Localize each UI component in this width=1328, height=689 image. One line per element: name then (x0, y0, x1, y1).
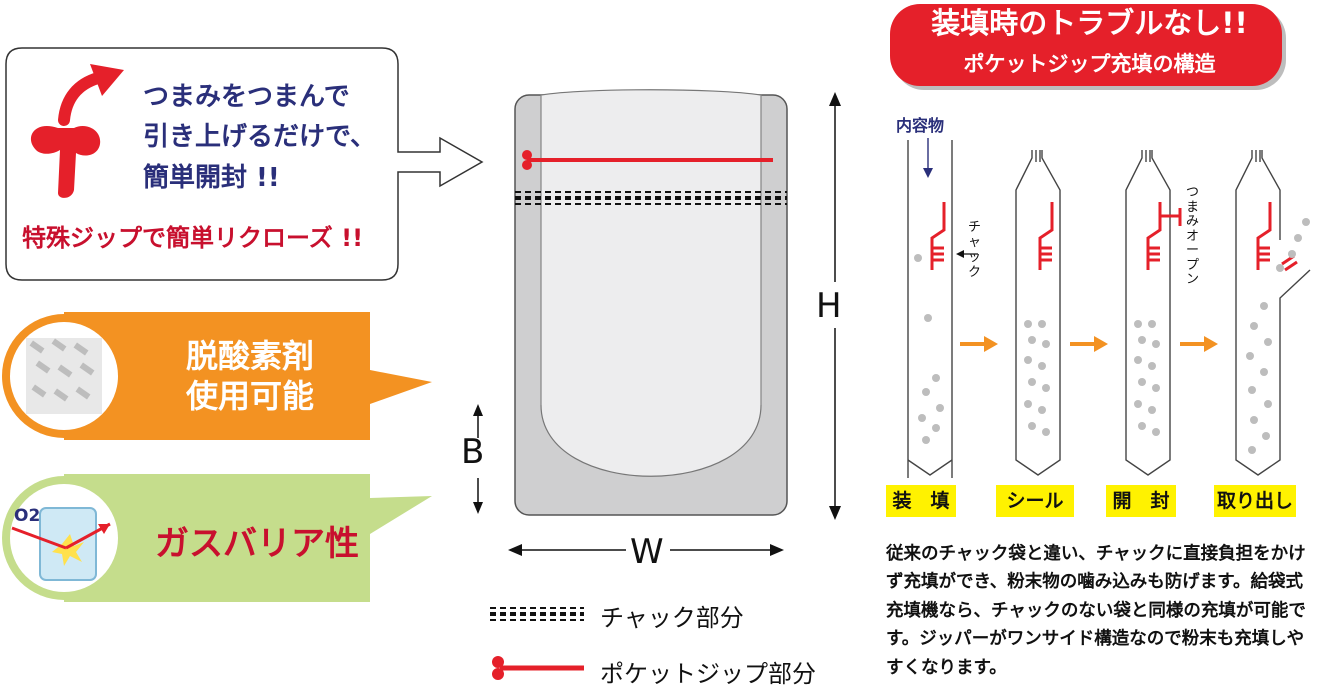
callout-line-3: 簡単開封 !! (143, 163, 280, 193)
gas-barrier-label: ガスバリア性 (155, 524, 359, 564)
callout-bubble (5, 47, 484, 281)
oxygen-absorber-label-1: 脱酸素剤 (185, 337, 314, 375)
contents-label: 内容物 (896, 116, 945, 135)
oxygen-absorber-banner (2, 312, 432, 440)
legend-pocket-zip-label: ポケットジップ部分 (600, 660, 816, 688)
banner-subtitle: ポケットジップ充填の構造 (963, 52, 1216, 76)
stage-label-open: 開 封 (1106, 485, 1176, 517)
banner-title: 装填時のトラブルなし!! (931, 6, 1248, 40)
gas-barrier-banner (2, 474, 432, 602)
pouch-diagram (514, 89, 788, 516)
dimension-b-label: B (461, 432, 485, 472)
callout-line-2: 引き上げるだけで、 (143, 122, 376, 152)
stage-label-fill: 装 填 (886, 485, 956, 517)
pinch-open-label: つまみオープン (1186, 185, 1200, 287)
callout-line-1: つまみをつまんで (143, 82, 350, 112)
description-text: 従来のチャック袋と違い、チャックに直接負担をかけず充填ができ、粉末物の噛み込みも… (886, 544, 1306, 678)
width-arrow (508, 538, 784, 562)
stage-label-take-out: 取り出し (1214, 485, 1296, 517)
oxygen-absorber-label-2: 使用可能 (185, 377, 314, 415)
dimension-w-label: W (630, 532, 664, 572)
title-banner (890, 4, 1286, 90)
legend-chuck-label: チャック部分 (600, 604, 744, 632)
pull-tab-icon (30, 64, 124, 198)
base-arrow (466, 404, 490, 514)
height-arrow (823, 92, 847, 520)
filling-process-diagram (907, 138, 1311, 478)
o2-label: O2 (14, 506, 41, 526)
callout-subtitle: 特殊ジップで簡単リクローズ !! (22, 224, 364, 252)
stage-label-seal: シール (996, 485, 1074, 517)
legend-swatches (490, 607, 584, 680)
dimension-h-label: H (816, 286, 842, 326)
chuck-label: チャック (968, 220, 982, 280)
